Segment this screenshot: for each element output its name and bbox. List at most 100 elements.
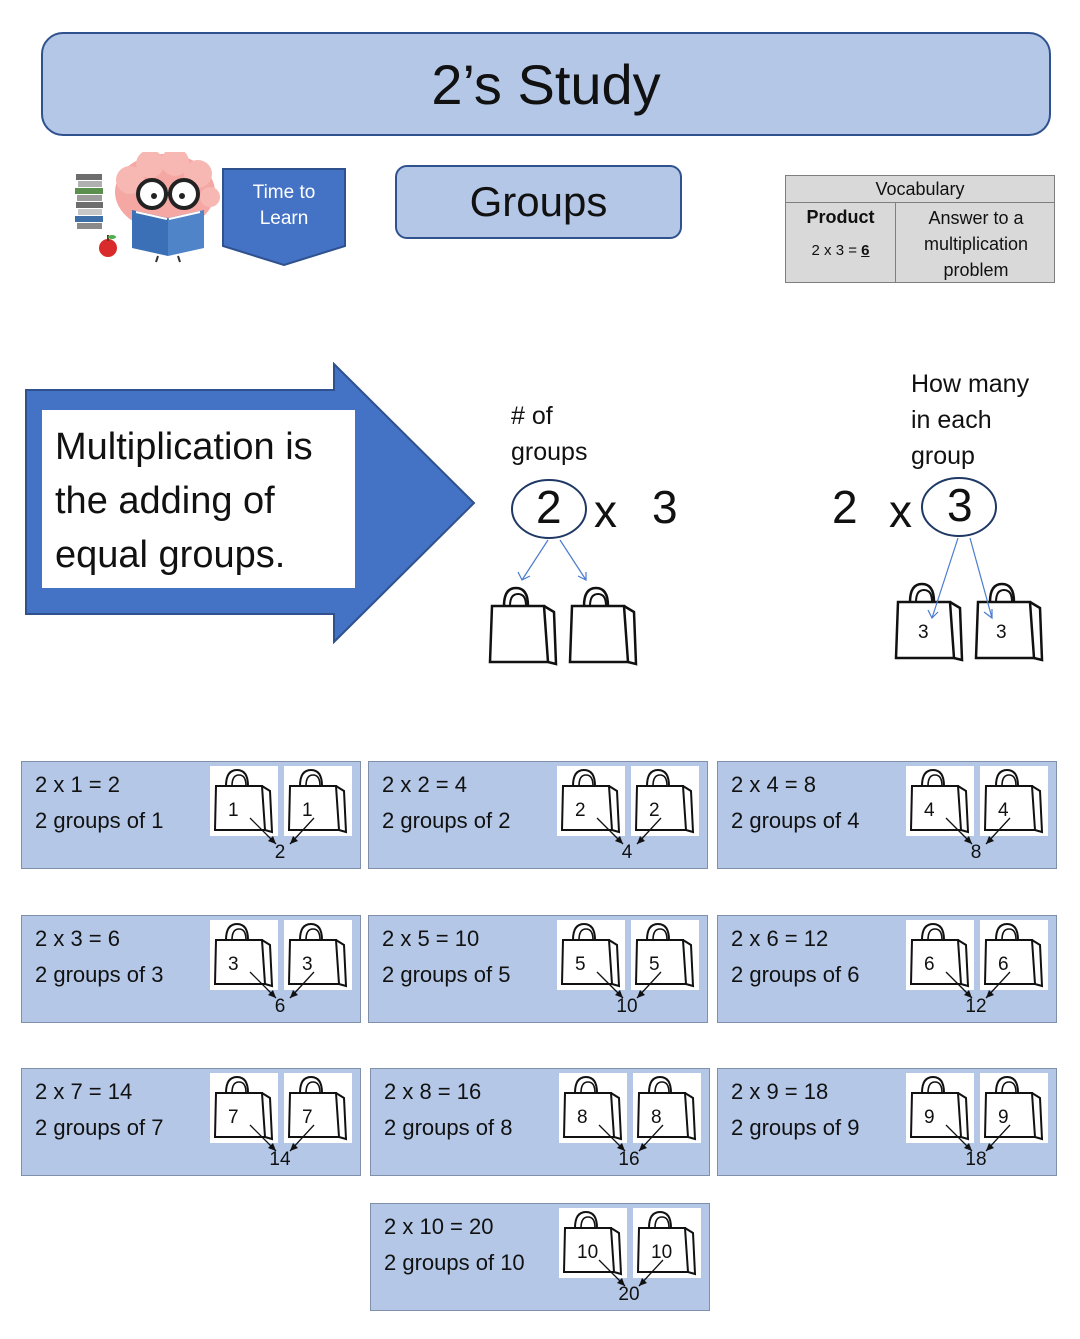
fact-total: 8	[970, 842, 982, 863]
fact-total: 14	[269, 1149, 291, 1170]
tag-line-2: Learn	[259, 208, 309, 229]
fact-equation: 2 x 2 = 4	[382, 772, 468, 797]
vocabulary-term: Product	[806, 207, 875, 227]
fact-groups-text: 2 groups of 6	[731, 962, 860, 987]
shopping-bag-icon: 7	[210, 1073, 278, 1143]
bag-value: 8	[577, 1107, 588, 1128]
shopping-bag-icon: 5	[557, 920, 625, 990]
vocabulary-example-expression: 2 x 3 =	[811, 242, 862, 259]
sum-arrows-icon	[596, 971, 662, 999]
shopping-bag-icon: 6	[906, 920, 974, 990]
bag-value: 5	[649, 954, 660, 975]
pointer-arrows-icon	[927, 537, 993, 620]
tag-line-1: Time to	[252, 182, 316, 203]
fact-equation: 2 x 3 = 6	[35, 926, 121, 951]
label-line: groups	[511, 438, 588, 466]
fact-total: 16	[618, 1149, 640, 1170]
shopping-bag-icon: 3	[210, 920, 278, 990]
shopping-bag-icon: 9	[906, 1073, 974, 1143]
fact-equation: 2 x 10 = 20	[384, 1214, 494, 1239]
bag-value: 3	[228, 954, 239, 975]
fact-total: 20	[618, 1284, 640, 1305]
shopping-bag-icon: 10	[559, 1208, 627, 1278]
vocabulary-definition-line: Answer to a	[928, 208, 1024, 228]
bag-value: 10	[651, 1242, 673, 1263]
fact-total: 18	[965, 1149, 987, 1170]
fact-bags: 10 10	[559, 1208, 703, 1287]
vocabulary-definition-line: multiplication	[923, 234, 1029, 254]
fact-equation: 2 x 6 = 12	[731, 926, 829, 951]
fact-total: 12	[965, 996, 987, 1017]
sum-arrows-icon	[945, 971, 1011, 999]
time-to-learn-tag: Time to Learn	[222, 168, 346, 266]
circle-highlight-icon	[921, 477, 997, 537]
per-group-label: How many in each group	[911, 366, 1029, 474]
vocabulary-example-answer: 6	[861, 242, 870, 259]
concept-line: equal groups.	[55, 534, 286, 576]
vocabulary-definition: Answer to a multiplication problem	[898, 205, 1054, 283]
sum-arrows-icon	[945, 817, 1011, 845]
left-first-factor: 2	[536, 481, 562, 533]
shopping-bag-icon: 1	[284, 766, 352, 836]
fact-groups-text: 2 groups of 8	[384, 1115, 513, 1140]
left-second-factor: 3	[652, 481, 678, 533]
shopping-bag-icon: 5	[631, 920, 699, 990]
bag-value: 2	[649, 800, 660, 821]
label-line: # of	[511, 402, 553, 430]
sum-arrows-icon	[249, 971, 315, 999]
shopping-bag-icon	[568, 586, 638, 666]
bag-value: 3	[996, 622, 1007, 643]
fact-total: 10	[616, 996, 638, 1017]
bag-value: 7	[228, 1107, 239, 1128]
bag-value: 6	[924, 954, 935, 975]
bag-value: 2	[575, 800, 586, 821]
shopping-bag-icon: 10	[633, 1208, 701, 1278]
shopping-bag-icon: 8	[559, 1073, 627, 1143]
fact-groups-text: 2 groups of 1	[35, 808, 164, 833]
shopping-bag-icon: 2	[557, 766, 625, 836]
left-times-sign: x	[594, 485, 617, 537]
concept-line: the adding of	[55, 480, 275, 522]
fact-groups-text: 2 groups of 10	[384, 1250, 525, 1275]
sum-arrows-icon	[598, 1124, 664, 1152]
shopping-bag-icon	[488, 586, 558, 666]
label-line: in each	[911, 406, 992, 434]
sum-arrows-icon	[598, 1259, 664, 1287]
fact-total: 2	[274, 842, 286, 863]
groups-count-label: # of groups	[511, 398, 587, 470]
sum-arrows-icon	[249, 1124, 315, 1152]
fact-groups-text: 2 groups of 9	[731, 1115, 860, 1140]
bag-value: 3	[302, 954, 313, 975]
vocabulary-box: Vocabulary Product 2 x 3 = 6 Answer to a…	[785, 175, 1055, 283]
bag-value: 9	[998, 1107, 1009, 1128]
sum-arrows-icon	[596, 817, 662, 845]
vocabulary-heading: Vocabulary	[786, 176, 1054, 203]
right-second-factor: 3	[947, 479, 973, 531]
fact-equation: 2 x 7 = 14	[35, 1079, 133, 1104]
fact-card: 2 x 10 = 20 2 groups of 10 10 10 20	[370, 1203, 710, 1311]
sum-arrows-icon	[249, 817, 315, 845]
label-line: group	[911, 442, 975, 470]
shopping-bag-icon: 1	[210, 766, 278, 836]
bag-value: 4	[998, 800, 1009, 821]
bag-value: 10	[577, 1242, 599, 1263]
page-title: 2’s Study	[41, 32, 1051, 136]
pointer-arrows-icon	[517, 539, 587, 581]
vocabulary-definition-line: problem	[943, 260, 1009, 280]
fact-groups-text: 2 groups of 4	[731, 808, 860, 833]
bag-value: 8	[651, 1107, 662, 1128]
shopping-bag-icon: 4	[980, 766, 1048, 836]
